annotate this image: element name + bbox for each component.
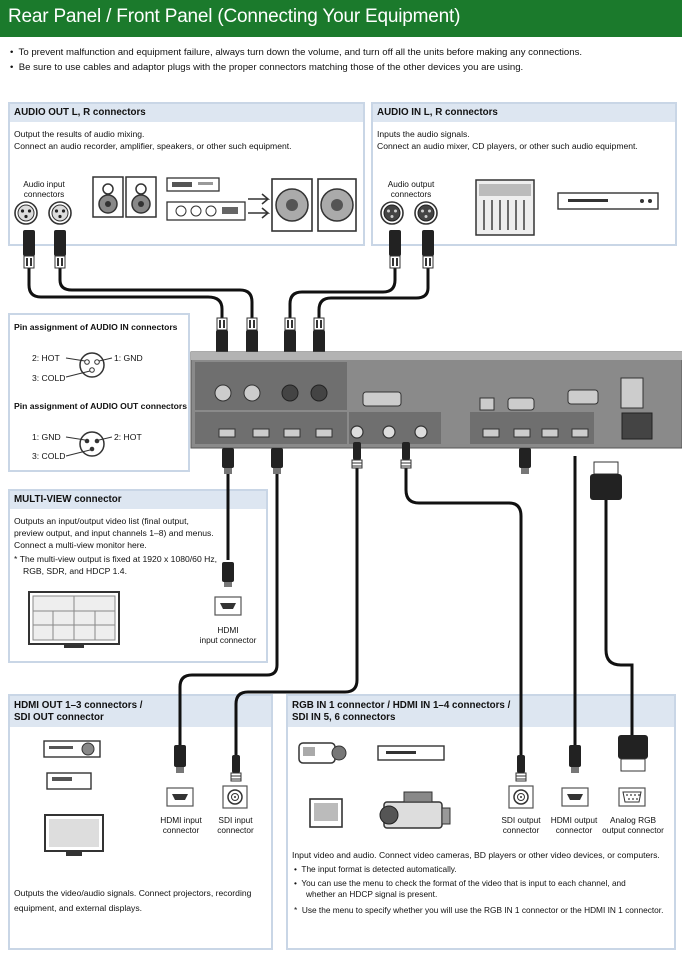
panel-sdi-in-label: SDI IN <box>398 418 413 424</box>
pin-out-gnd: 1: GND <box>32 432 61 442</box>
pin-out-heading: Pin assignment of AUDIO OUT connectors <box>14 401 188 411</box>
panel-multiview-label: MULTI-VIEW <box>213 418 243 424</box>
audio-out-heading: AUDIO OUT L, R connectors <box>10 104 363 122</box>
rgb-in-bullet2: • You can use the menu to check the form… <box>294 878 626 888</box>
rgb-in-bullet1: • The input format is detected automatic… <box>294 864 457 874</box>
rgb-in-heading: RGB IN 1 connector / HDMI IN 1–4 connect… <box>288 696 674 727</box>
multiview-line3: Connect a multi-view monitor here. <box>14 540 147 550</box>
xlr-plug-icon <box>215 317 229 357</box>
hdmi-out-desc2: equipment, and external displays. <box>14 903 143 913</box>
audio-out-box: AUDIO OUT L, R connectors Output the res… <box>8 102 365 246</box>
pin-in-cold: 3: COLD <box>32 373 66 383</box>
xlr-plug-icon <box>283 317 297 357</box>
hdmi-plug-icon <box>271 448 283 474</box>
bnc-plug-icon <box>400 441 412 469</box>
panel-rgb-in-label: RGB IN <box>568 384 586 390</box>
audio-input-connectors-label: Audio input connectors <box>23 179 65 199</box>
xlr-plug-icon <box>245 317 259 357</box>
hdmi-plug-icon <box>519 448 531 474</box>
panel-acin-label: AC IN <box>657 430 671 436</box>
multiview-line1: Outputs an input/output video list (fina… <box>14 516 189 526</box>
pin-in-gnd: 1: GND <box>114 353 143 363</box>
panel-audio-out-label: AUDIO OUT <box>220 371 248 377</box>
multiview-note2: RGB, SDR, and HDCP 1.4. <box>23 566 127 576</box>
pin-assignment-box <box>8 313 190 472</box>
title-bar: Rear Panel / Front Panel (Connecting You… <box>0 0 682 37</box>
audio-in-line1: Inputs the audio signals. <box>377 129 470 139</box>
panel-lan-label: LAN <box>484 393 494 399</box>
hdmi-out-heading: HDMI OUT 1–3 connectors /SDI OUT connect… <box>10 696 271 727</box>
audio-in-heading: AUDIO IN L, R connectors <box>373 104 675 122</box>
panel-on-label: ON <box>608 392 616 398</box>
note-item: • Be sure to use cables and adaptor plug… <box>10 62 524 73</box>
pin-out-cold: 3: COLD <box>32 451 66 461</box>
panel-rs232-label: RS-232 <box>512 393 529 399</box>
pin-in-heading: Pin assignment of AUDIO IN connectors <box>14 322 178 332</box>
audio-out-line1: Output the results of audio mixing. <box>14 129 145 139</box>
audio-out-line2: Connect an audio recorder, amplifier, sp… <box>14 141 292 151</box>
audio-in-box: AUDIO IN L, R connectors Inputs the audi… <box>371 102 677 246</box>
bnc-plug-icon <box>351 441 363 469</box>
multiview-note1: * The multi-view output is fixed at 1920… <box>14 554 218 564</box>
rgb-in-note: * Use the menu to specify whether you wi… <box>294 905 664 915</box>
multiview-heading: MULTI-VIEW connector <box>10 491 266 509</box>
multiview-line2: preview output, and input channels 1–8) … <box>14 528 214 538</box>
rgb-in-bullet2-cont: whether an HDCP signal is present. <box>306 889 438 899</box>
panel-hdmi-in-label: HDMI IN <box>505 418 525 424</box>
page-title: Rear Panel / Front Panel (Connecting You… <box>8 6 461 27</box>
notes: • To prevent malfunction and equipment f… <box>10 45 675 75</box>
hdmi-plug-icon <box>222 448 234 474</box>
xlr-plug-icon <box>312 317 326 357</box>
panel-sdi-out-label: SDI OUT <box>350 418 371 424</box>
rgb-plug-icon <box>590 461 622 500</box>
panel-audio-in-label: AUDIO IN <box>285 371 308 377</box>
audio-output-connectors-label: Audio output connectors <box>387 179 435 199</box>
panel-hdmi-out-label: HDMI OUT <box>283 418 308 424</box>
panel-power-label: POWER <box>628 372 647 378</box>
audio-in-line2: Connect an audio mixer, CD players, or o… <box>377 141 638 151</box>
pin-in-hot: 2: HOT <box>32 353 60 363</box>
panel-tally-label: TALLY/GPI <box>366 388 391 394</box>
rgb-in-desc: Input video and audio. Connect video cam… <box>292 850 660 860</box>
note-item: • To prevent malfunction and equipment f… <box>10 47 583 58</box>
pin-out-hot: 2: HOT <box>114 432 142 442</box>
hdmi-out-desc1: Outputs the video/audio signals. Connect… <box>14 888 252 898</box>
